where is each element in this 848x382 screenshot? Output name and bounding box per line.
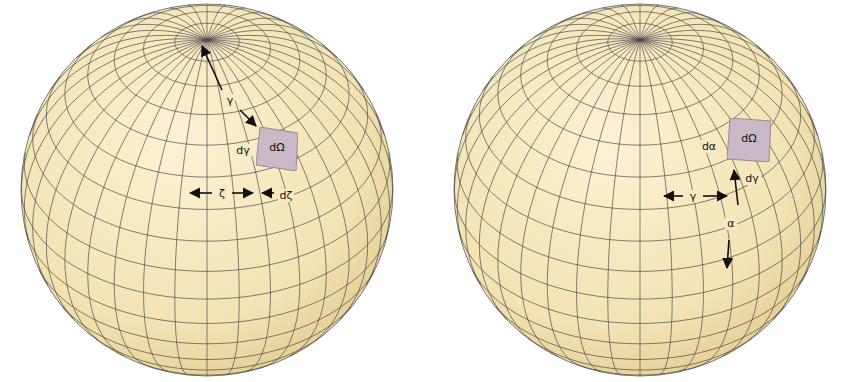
angle-label: dγ	[743, 172, 761, 185]
angle-label: dα	[700, 140, 718, 153]
graticule	[22, 5, 826, 376]
patch-label: dΩ	[256, 141, 298, 154]
angle-label: dζ	[278, 189, 295, 202]
angle-label: γ	[688, 190, 699, 203]
patch-label: dΩ	[727, 132, 771, 145]
angle-label: ζ	[217, 187, 227, 200]
dimension-arrows	[190, 46, 738, 268]
angle-label: α	[725, 217, 736, 230]
angle-label: γ	[225, 94, 236, 107]
area-element: dΩ	[256, 127, 298, 171]
angle-label: dγ	[234, 144, 252, 157]
area-element: dΩ	[727, 118, 771, 162]
sphere	[454, 4, 826, 376]
sphere	[21, 4, 393, 376]
